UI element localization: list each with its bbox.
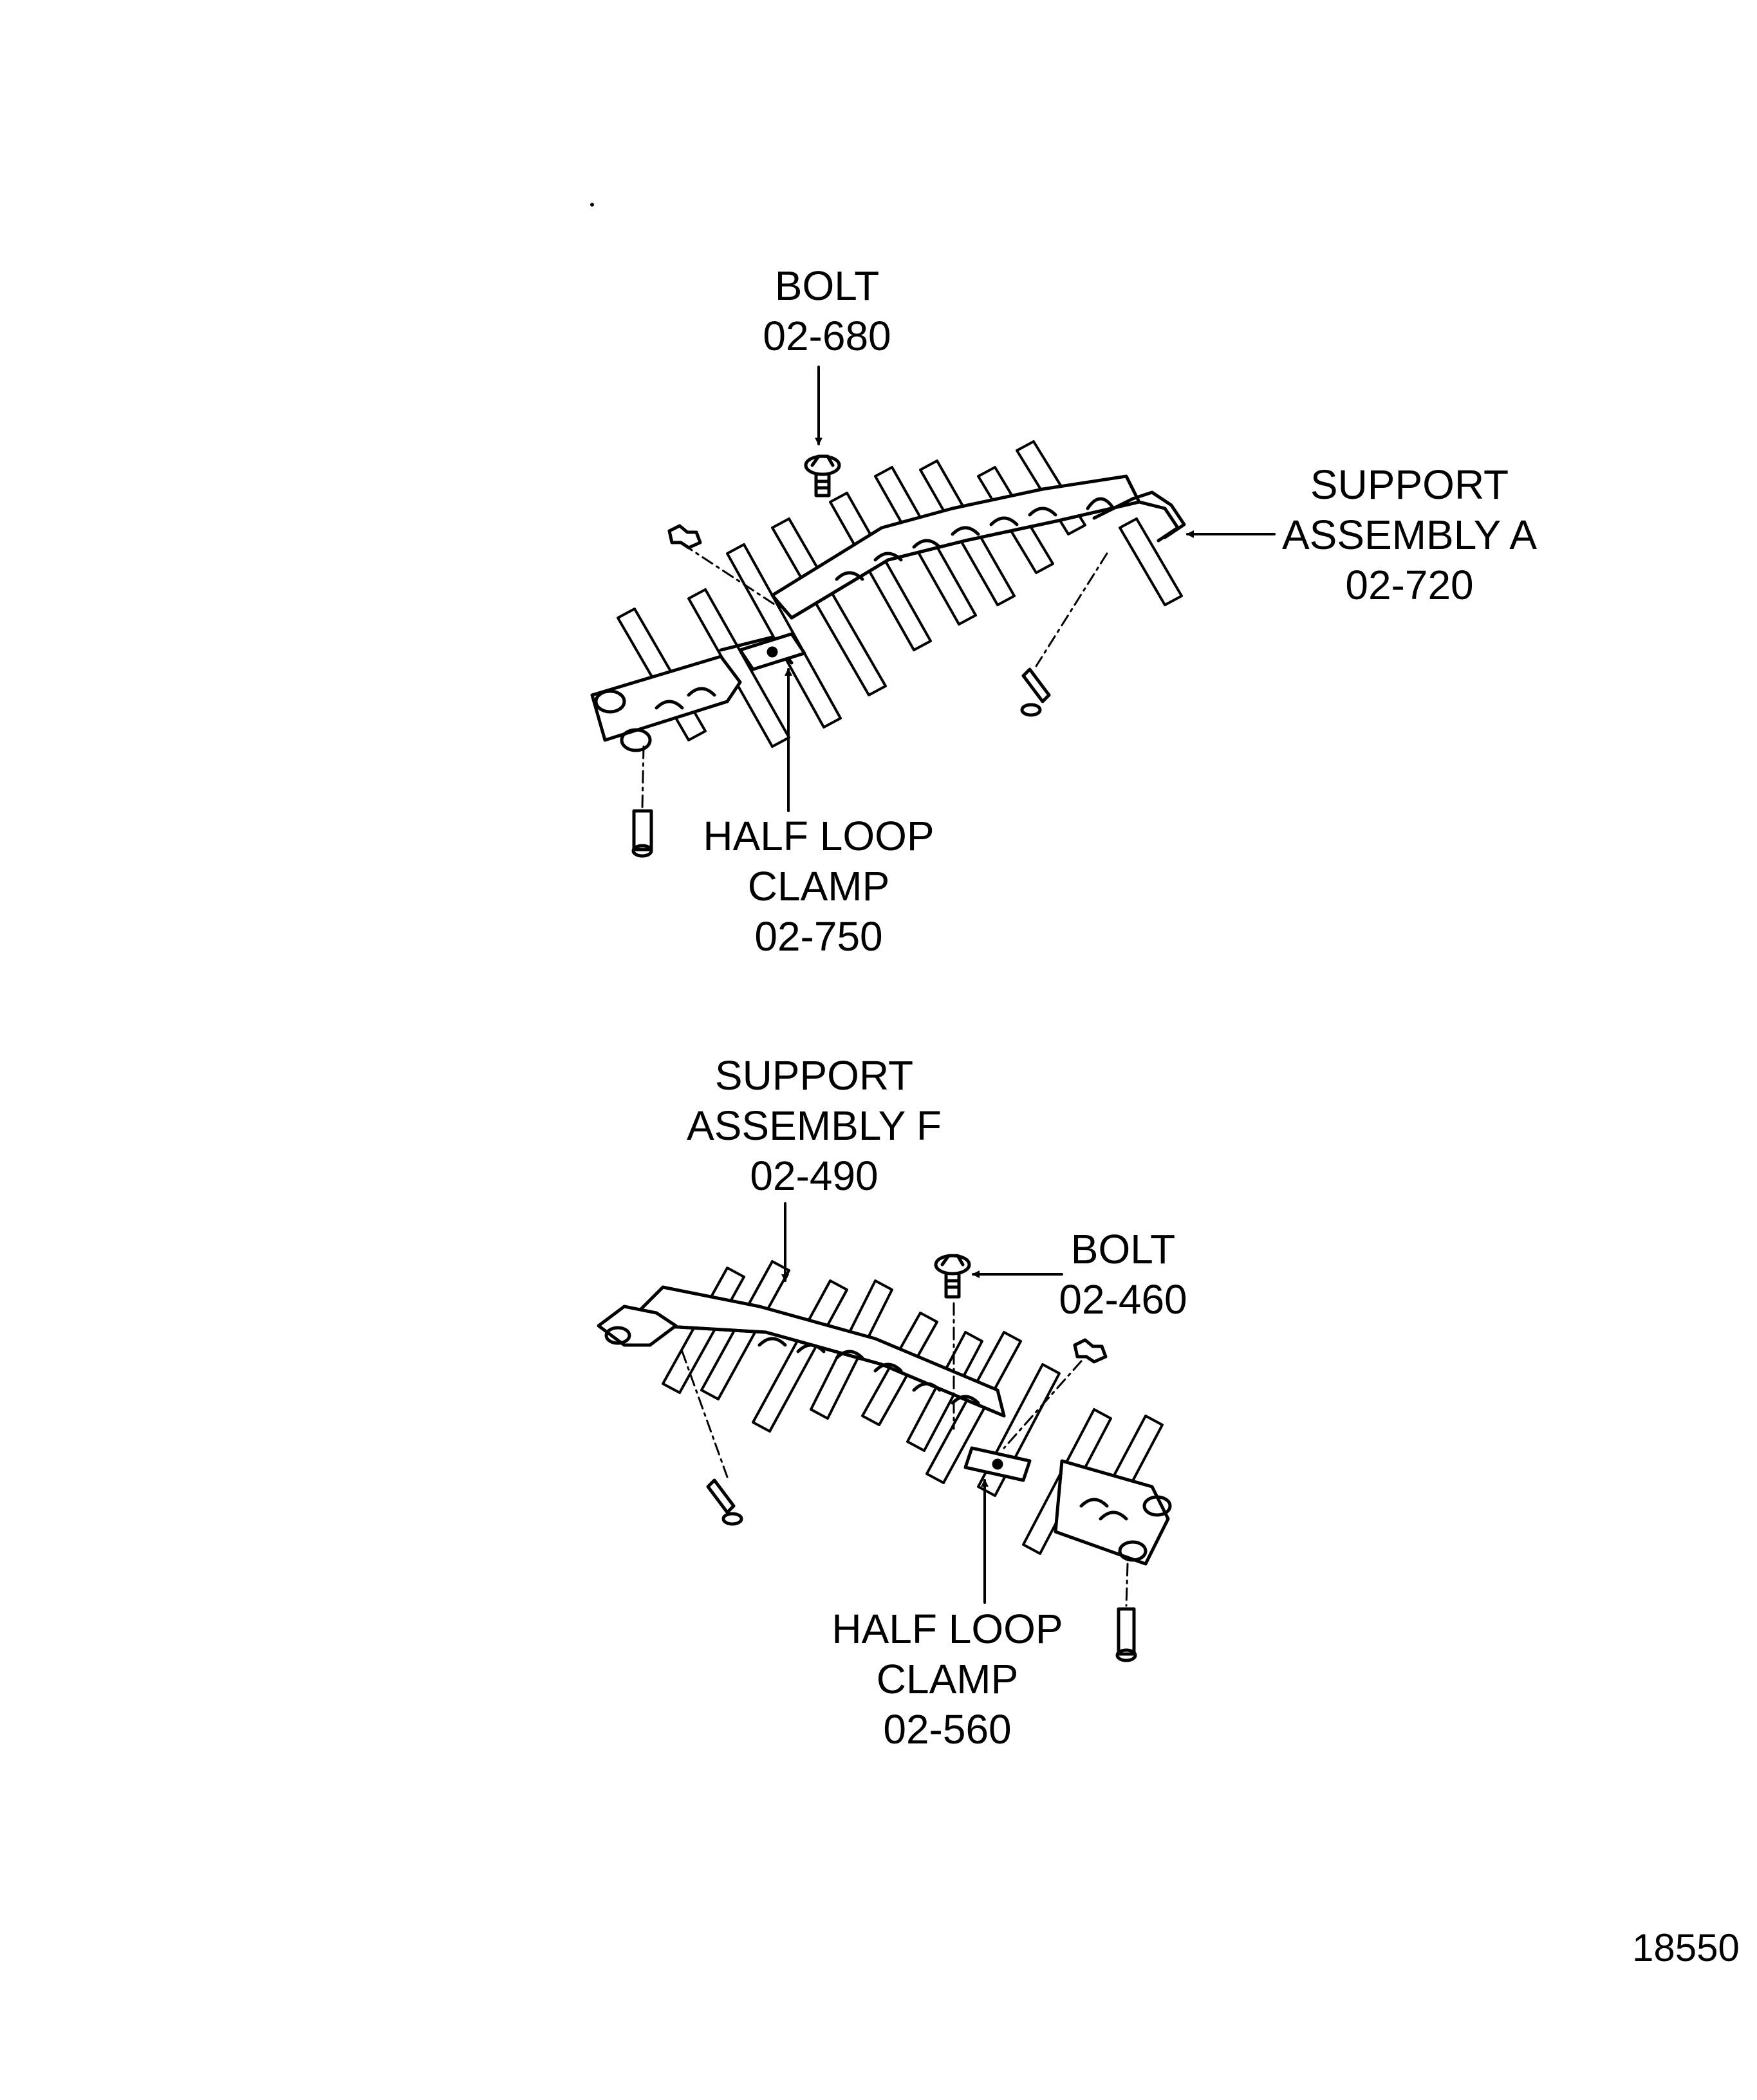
callout-top-bolt-part: 02-680 bbox=[763, 313, 891, 359]
callout-support-assembly-a: SUPPORT ASSEMBLY A 02-720 bbox=[1282, 460, 1537, 610]
top-assembly bbox=[590, 366, 1276, 858]
callout-top-clamp-part: 02-750 bbox=[754, 913, 883, 960]
bottom-clamp-nut bbox=[1073, 1338, 1108, 1364]
support-assembly-f-rail bbox=[597, 1285, 1006, 1418]
callout-support-a-part: 02-720 bbox=[1345, 562, 1474, 608]
bottom-bolt-graphic bbox=[934, 1254, 971, 1299]
top-centerlines bbox=[641, 543, 1108, 809]
callout-bottom-bolt-part: 02-460 bbox=[1059, 1276, 1187, 1323]
top-clamp-nut bbox=[667, 524, 702, 550]
callout-top-half-loop-clamp: HALF LOOP CLAMP 02-750 bbox=[703, 811, 934, 962]
callout-bottom-half-loop-clamp: HALF LOOP CLAMP 02-560 bbox=[832, 1604, 1063, 1754]
callout-bottom-clamp-line2: CLAMP bbox=[876, 1656, 1019, 1702]
callout-top-bolt: BOLT 02-680 bbox=[763, 261, 891, 361]
callout-top-clamp-line1: HALF LOOP bbox=[703, 813, 934, 859]
callout-bottom-bolt: BOLT 02-460 bbox=[1059, 1224, 1187, 1324]
top-bolt-graphic bbox=[804, 454, 841, 497]
bottom-leaders bbox=[781, 1202, 1063, 1604]
callout-support-f-part: 02-490 bbox=[750, 1153, 879, 1199]
top-leaders bbox=[785, 366, 1276, 812]
callout-support-f-line2: ASSEMBLY F bbox=[687, 1102, 942, 1149]
figure-number: 18550 bbox=[1632, 1926, 1740, 1969]
bottom-assembly bbox=[597, 1202, 1172, 1662]
bottom-centerlines bbox=[681, 1302, 1129, 1607]
callout-top-bolt-name: BOLT bbox=[774, 263, 880, 309]
top-lower-bolts bbox=[631, 667, 1051, 858]
support-assembly-a-rail bbox=[770, 474, 1186, 620]
callout-support-assembly-f: SUPPORT ASSEMBLY F 02-490 bbox=[687, 1050, 942, 1201]
bottom-right-bracket bbox=[1054, 1459, 1172, 1566]
top-tubes bbox=[617, 440, 1183, 748]
callout-support-a-line1: SUPPORT bbox=[1310, 461, 1509, 508]
callout-bottom-clamp-line1: HALF LOOP bbox=[832, 1606, 1063, 1652]
callout-support-f-line1: SUPPORT bbox=[714, 1052, 914, 1099]
callout-bottom-clamp-part: 02-560 bbox=[883, 1706, 1012, 1752]
callout-top-clamp-line2: CLAMP bbox=[747, 863, 890, 909]
callout-support-a-line2: ASSEMBLY A bbox=[1281, 512, 1538, 558]
bottom-lower-bolts bbox=[706, 1478, 1137, 1662]
callout-bottom-bolt-name: BOLT bbox=[1070, 1226, 1176, 1272]
